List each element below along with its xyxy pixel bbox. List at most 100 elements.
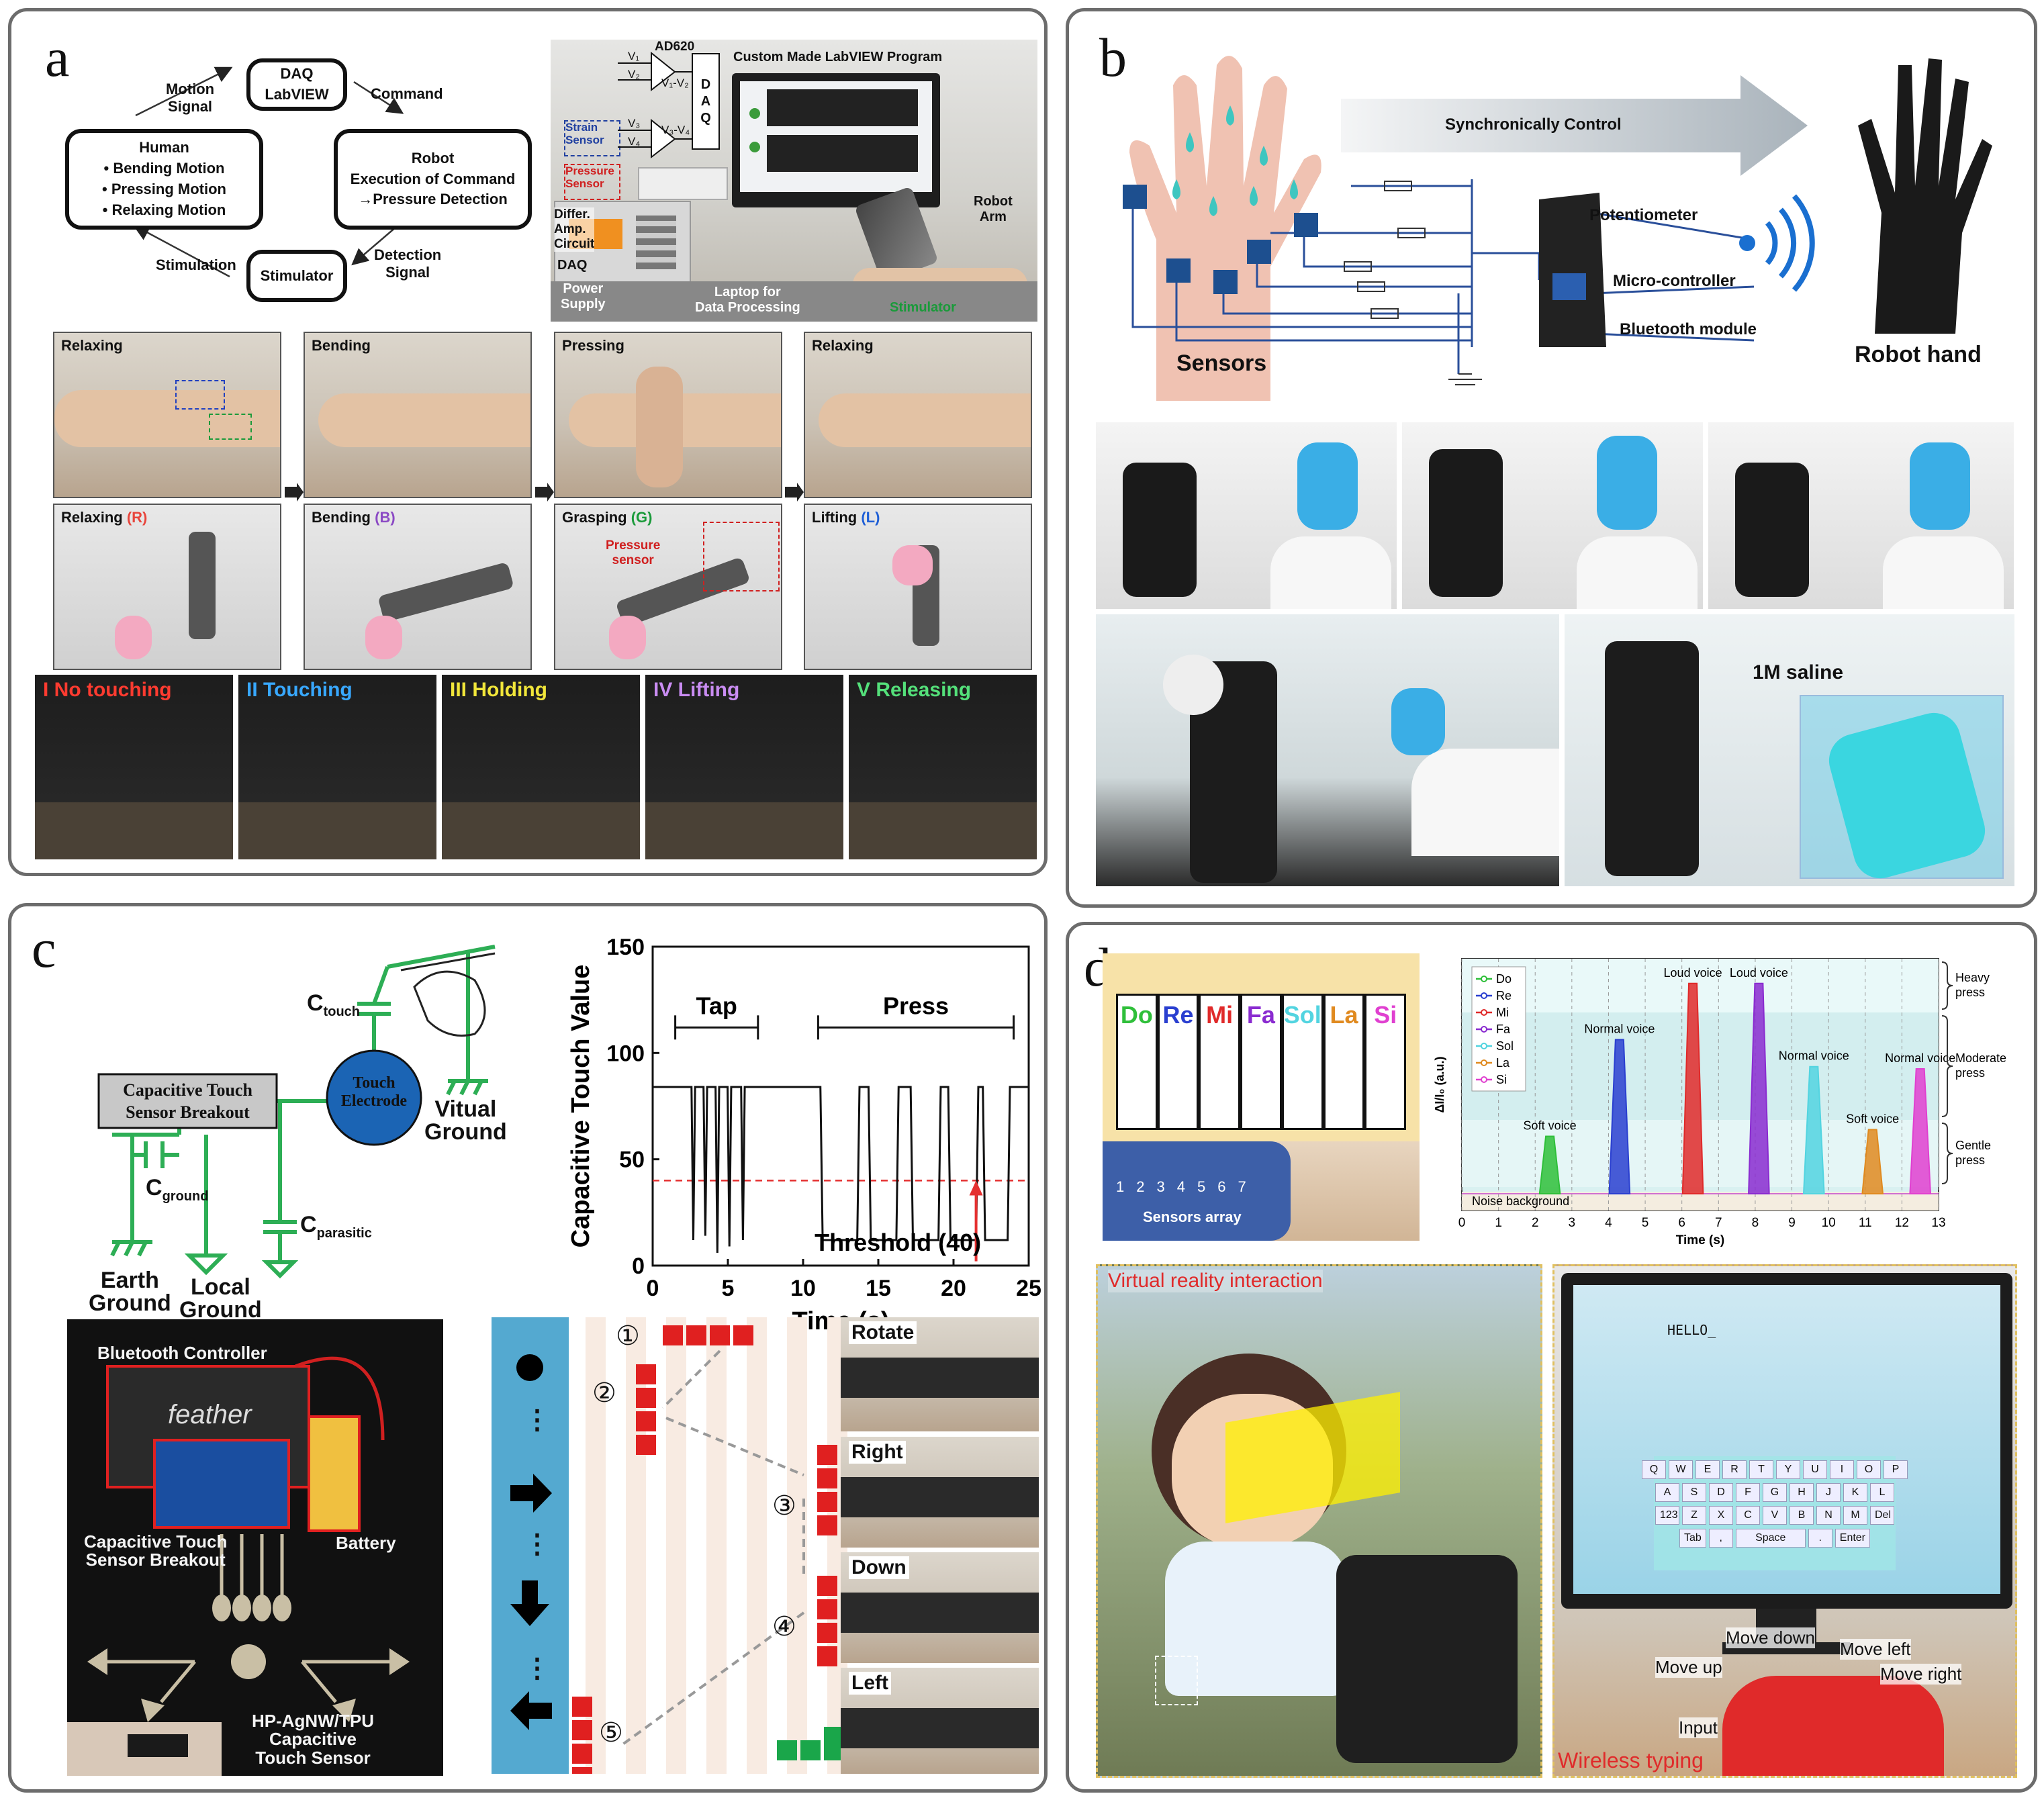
- human-item: • Relaxing Motion: [102, 201, 226, 218]
- v12-label: V₁-V₂: [661, 77, 689, 89]
- daq-photo-label: DAQ: [557, 258, 588, 273]
- bluetooth-label: Bluetooth module: [1620, 320, 1757, 338]
- legend-label: Si: [1496, 1073, 1507, 1086]
- keyboard-key: Tab: [1679, 1529, 1706, 1548]
- gesture-left-photo: Left: [841, 1668, 1039, 1774]
- y-tick-label: 100: [606, 1041, 645, 1066]
- x-tick-label: 0: [1458, 1216, 1466, 1230]
- legend-label: Re: [1496, 989, 1512, 1002]
- x-tick-label: 12: [1895, 1216, 1909, 1230]
- keyboard-key: F: [1736, 1483, 1760, 1502]
- note-key: Si: [1364, 994, 1407, 1128]
- band-heavy: [1462, 959, 1939, 1012]
- threshold-arrowhead: [969, 1180, 983, 1196]
- wiring-diagram: [1123, 56, 1992, 401]
- game-panel: ① ② ③ ④ ⑤ ⋮ ⋮ ⋮ Rotate Right Down Left: [492, 1317, 1039, 1774]
- c-parasitic-label: Cparasitic: [300, 1212, 372, 1241]
- sensor-label: HP-AgNW/TPU Capacitive Touch Sensor: [252, 1711, 374, 1768]
- annotation-label: Tap: [696, 992, 737, 1019]
- band-label: Gentle: [1955, 1139, 1991, 1152]
- arrow-right-icon: [285, 483, 304, 502]
- noise-label: Noise background: [1472, 1194, 1569, 1208]
- x-tick-label: 5: [722, 1276, 735, 1301]
- v4-label: V₄: [628, 135, 641, 148]
- c-ground-label: Cground: [146, 1175, 209, 1204]
- daq-box: DAQ LabVIEW: [246, 58, 347, 111]
- series-peak: [1802, 1065, 1825, 1194]
- robot-hand-label: Robot hand: [1855, 342, 1982, 367]
- setup-photo: Strain Sensor Pressure Sensor AD620 V₁ V…: [551, 40, 1037, 322]
- c-touch-label: Ctouch: [307, 990, 360, 1019]
- series-peak: [1748, 982, 1770, 1194]
- laptop-label: Laptop for Data Processing: [695, 285, 800, 315]
- robot-photo-4: Lifting (L): [804, 504, 1032, 670]
- keyboard-key: V: [1763, 1506, 1787, 1525]
- legend-label: Do: [1496, 972, 1512, 986]
- step-4: ④: [772, 1612, 796, 1642]
- motion-photo-2: Bending: [304, 332, 532, 498]
- phase-photo-3: III Holding: [442, 675, 640, 859]
- screen-text: HELLO_: [1667, 1322, 1716, 1338]
- keyboard-key: D: [1709, 1483, 1733, 1502]
- legend-marker: [1481, 1043, 1487, 1049]
- x-tick-label: 2: [1532, 1216, 1539, 1230]
- battery-label: Battery: [336, 1533, 396, 1553]
- x-tick-label: 13: [1931, 1216, 1945, 1230]
- x-tick-label: 15: [866, 1276, 891, 1301]
- keyboard-key: L: [1870, 1483, 1894, 1502]
- note-key: La: [1323, 994, 1365, 1128]
- panel-label: b: [1099, 27, 1127, 88]
- v3-label: V₃: [628, 117, 641, 130]
- finger-move-right: Move right: [1880, 1664, 1962, 1685]
- step-3: ③: [772, 1491, 796, 1521]
- keyboard-key: H: [1790, 1483, 1814, 1502]
- legend-label: Sol: [1496, 1039, 1514, 1053]
- series-peak: [1608, 1039, 1631, 1194]
- breakout-box-label: Capacitive Touch Sensor Breakout: [123, 1080, 252, 1122]
- keyboard-key: R: [1722, 1460, 1747, 1479]
- signal-line: [653, 1086, 1029, 1253]
- keyboard-key: W: [1669, 1460, 1693, 1479]
- y-axis-label: ΔI/I₀ (a.u.): [1433, 1056, 1446, 1112]
- y-axis-label: Capacitive Touch Value: [567, 965, 595, 1248]
- band-label: press: [1955, 986, 1985, 999]
- stimulator-box: Stimulator: [246, 250, 347, 302]
- x-tick-label: 25: [1016, 1276, 1041, 1301]
- keyboard-key: Q: [1642, 1460, 1666, 1479]
- keyboard-key: M: [1843, 1506, 1867, 1525]
- step-5: ⑤: [599, 1718, 623, 1748]
- sensors-label: Sensors: [1176, 350, 1267, 376]
- x-tick-label: 20: [941, 1276, 966, 1301]
- legend-label: La: [1496, 1056, 1510, 1070]
- keyboard-key: B: [1790, 1506, 1814, 1525]
- v1-label: V₁: [628, 50, 640, 62]
- band-label: press: [1955, 1153, 1985, 1167]
- keyboard-key: E: [1695, 1460, 1720, 1479]
- v2-label: V₂: [628, 68, 640, 81]
- step-1: ①: [616, 1321, 640, 1351]
- amp-board: [638, 167, 728, 200]
- finger-input: Input: [1679, 1717, 1718, 1738]
- stimulator-photo-label: Stimulator: [890, 300, 956, 315]
- gesture-right-photo: Right: [841, 1437, 1039, 1548]
- microcontroller-label: Micro-controller: [1613, 272, 1736, 290]
- x-tick-label: 1: [1495, 1216, 1502, 1230]
- keyboard-key: .: [1808, 1529, 1832, 1548]
- gesture-down-photo: Down: [841, 1552, 1039, 1663]
- motion-photo-4: Relaxing: [804, 332, 1032, 498]
- band-label: Moderate: [1955, 1051, 2006, 1065]
- keyboard-key: Enter: [1834, 1529, 1871, 1548]
- keyboard-key: 123: [1655, 1506, 1679, 1525]
- x-tick-label: 0: [647, 1276, 659, 1301]
- note-key: Do: [1116, 994, 1158, 1128]
- touch-electrode-label: Touch Electrode: [340, 1074, 408, 1110]
- robot-photo-2: Bending (B): [304, 504, 532, 670]
- phase-photo-4: IV Lifting: [645, 675, 843, 859]
- keyboard-key: Del: [1870, 1506, 1894, 1525]
- keyboard-key: ,: [1708, 1529, 1733, 1548]
- legend-marker: [1481, 1026, 1487, 1033]
- glove: [1722, 1676, 1944, 1776]
- stimulation-label: Stimulation: [156, 256, 236, 273]
- panel-label: a: [45, 27, 70, 88]
